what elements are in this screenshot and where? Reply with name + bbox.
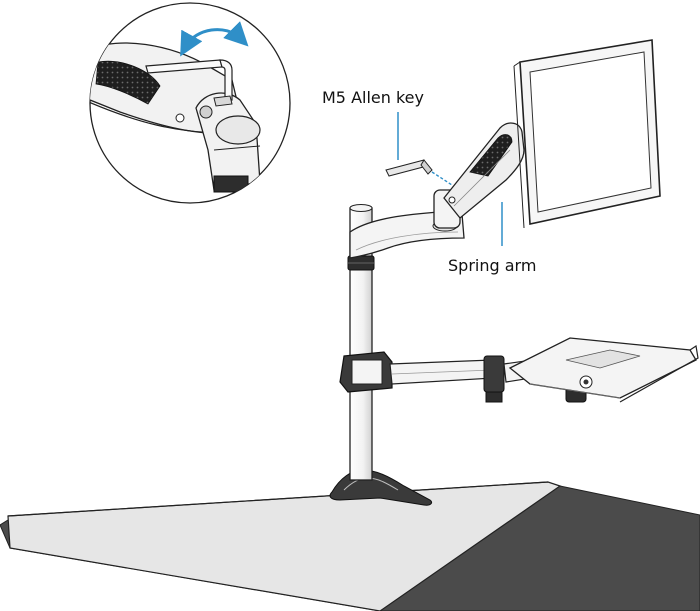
detail-inset [89, 2, 291, 204]
vertical-pole [347, 204, 375, 481]
callout-allen-key: M5 Allen key [322, 88, 424, 160]
callout-spring-arm: Spring arm [448, 202, 536, 275]
desk-edge [7, 481, 549, 517]
spring-arm [433, 122, 525, 229]
label-allen-key: M5 Allen key [322, 88, 424, 107]
laptop-tray [508, 337, 699, 403]
curved-double-arrow-icon [180, 21, 249, 57]
desk [0, 481, 700, 611]
monitor [513, 39, 661, 229]
allen-key-drawing [385, 159, 453, 186]
arm-grill [95, 60, 161, 105]
label-spring-arm: Spring arm [448, 256, 536, 275]
monitor-screen [529, 51, 652, 213]
